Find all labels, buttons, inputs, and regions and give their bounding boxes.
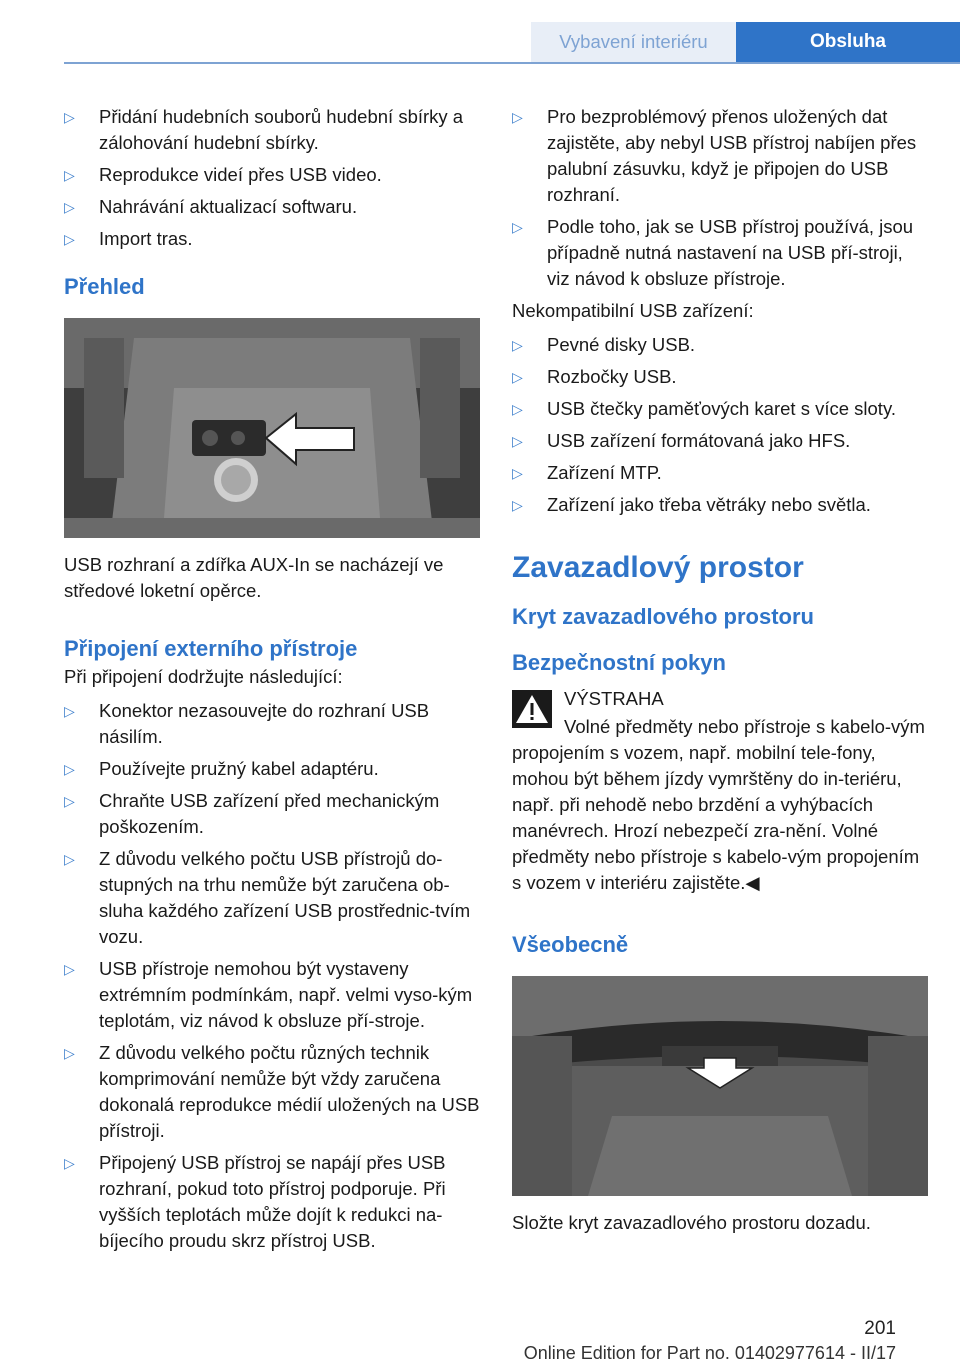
list-item: ▷ Zařízení MTP. xyxy=(512,460,928,486)
triangle-right-icon: ▷ xyxy=(64,231,75,247)
general-caption: Složte kryt zavazadlového prostoru dozad… xyxy=(512,1212,871,1233)
triangle-right-icon: ▷ xyxy=(512,465,523,481)
list-item-text: USB přístroje nemohou být vystaveny extr… xyxy=(99,958,473,1031)
overview-caption: USB rozhraní a zdířka AUX-In se nacházej… xyxy=(64,554,444,601)
overview-heading: Přehled xyxy=(64,274,145,299)
triangle-right-icon: ▷ xyxy=(512,433,523,449)
warning-block: VÝSTRAHA xyxy=(512,686,928,746)
list-item-text: Zařízení MTP. xyxy=(547,462,662,483)
incompatible-list: ▷ Pevné disky USB. ▷ Rozbočky USB. ▷ USB čteč… xyxy=(512,332,928,518)
list-item-text: Z důvodu velkého počtu různých technik k… xyxy=(99,1042,480,1141)
list-item-text: Přidání hudebních souborů hudební sbírky… xyxy=(99,106,464,153)
usb-console-photo xyxy=(64,318,480,538)
list-item: ▷ Pro bezproblémový přenos uložených dat … xyxy=(512,104,928,208)
top-list: ▷ Pro bezproblémový přenos uložených dat … xyxy=(512,104,928,292)
list-item: ▷ USB čtečky paměťových karet s více slot… xyxy=(512,396,928,422)
list-item: ▷ Používejte pružný kabel adaptéru. xyxy=(64,756,480,782)
warning-title: VÝSTRAHA xyxy=(564,688,664,709)
triangle-right-icon: ▷ xyxy=(64,703,75,719)
left-column: ▷ Přidání hudebních souborů hudební sbírk… xyxy=(64,104,480,1260)
list-item-text: Pro bezproblémový přenos uložených dat z… xyxy=(547,106,917,205)
incompatible-intro: Nekompatibilní USB zařízení: xyxy=(512,300,754,321)
list-item-text: Z důvodu velkého počtu USB přístrojů do-… xyxy=(99,848,471,947)
general-heading: Všeobecně xyxy=(512,932,629,957)
safety-heading: Bezpečnostní pokyn xyxy=(512,650,726,675)
triangle-right-icon: ▷ xyxy=(64,109,75,125)
triangle-right-icon: ▷ xyxy=(512,497,523,513)
page-number: 201 xyxy=(864,1318,896,1339)
list-item: ▷ Nahrávání aktualizací softwaru. xyxy=(64,194,480,220)
list-item: ▷ Zařízení jako třeba větráky nebo světla… xyxy=(512,492,928,518)
triangle-right-icon: ▷ xyxy=(64,167,75,183)
list-item: ▷ Rozbočky USB. xyxy=(512,364,928,390)
warning-text: Volné předměty nebo přístroje s kabelo-v… xyxy=(512,716,925,893)
list-item-text: USB zařízení formátovaná jako HFS. xyxy=(547,430,851,451)
triangle-right-icon: ▷ xyxy=(512,219,523,235)
list-item-text: Reprodukce videí přes USB video. xyxy=(99,164,382,185)
list-item-text: Chraňte USB zařízení před mechanickým po… xyxy=(99,790,440,837)
list-item-text: Pevné disky USB. xyxy=(547,334,696,355)
list-item: ▷ Z důvodu velkého počtu USB přístrojů do… xyxy=(64,846,480,950)
luggage-cover-photo xyxy=(512,976,928,1196)
triangle-right-icon: ▷ xyxy=(64,793,75,809)
list-item-text: Připojený USB přístroj se napájí přes US… xyxy=(99,1152,446,1251)
triangle-right-icon: ▷ xyxy=(64,851,75,867)
list-item-text: Nahrávání aktualizací softwaru. xyxy=(99,196,358,217)
list-item: ▷ Reprodukce videí přes USB video. xyxy=(64,162,480,188)
list-item-text: Import tras. xyxy=(99,228,193,249)
intro-list: ▷ Přidání hudebních souborů hudební sbírk… xyxy=(64,104,480,252)
triangle-right-icon: ▷ xyxy=(512,369,523,385)
cover-heading: Kryt zavazadlového prostoru xyxy=(512,604,814,629)
connect-intro: Při připojení dodržujte následující: xyxy=(64,666,343,687)
list-item: ▷ Přidání hudebních souborů hudební sbírk… xyxy=(64,104,480,156)
luggage-heading: Zavazadlový prostor xyxy=(512,551,804,584)
list-item-text: Zařízení jako třeba větráky nebo světla. xyxy=(547,494,871,515)
connect-heading: Připojení externího přístroje xyxy=(64,636,358,661)
right-column: ▷ Pro bezproblémový přenos uložených dat … xyxy=(512,104,928,1236)
triangle-right-icon: ▷ xyxy=(64,199,75,215)
list-item-text: Rozbočky USB. xyxy=(547,366,677,387)
list-item: ▷ Podle toho, jak se USB přístroj používá… xyxy=(512,214,928,292)
header-section-label: Vybavení interiéru xyxy=(531,22,736,62)
list-item: ▷ Z důvodu velkého počtu různých technik … xyxy=(64,1040,480,1144)
triangle-right-icon: ▷ xyxy=(64,1045,75,1061)
triangle-right-icon: ▷ xyxy=(64,761,75,777)
edition-line: Online Edition for Part no. 01402977614 … xyxy=(523,1343,896,1363)
triangle-right-icon: ▷ xyxy=(512,401,523,417)
triangle-right-icon: ▷ xyxy=(512,337,523,353)
connect-list: ▷ Konektor nezasouvejte do rozhraní USB n… xyxy=(64,698,480,1254)
warning-triangle-icon xyxy=(512,690,552,728)
list-item: ▷ Připojený USB přístroj se napájí přes U… xyxy=(64,1150,480,1254)
list-item-text: Podle toho, jak se USB přístroj používá,… xyxy=(547,216,914,289)
list-item: ▷ Import tras. xyxy=(64,226,480,252)
list-item-text: Konektor nezasouvejte do rozhraní USB ná… xyxy=(99,700,430,747)
list-item: ▷ Chraňte USB zařízení před mechanickým p… xyxy=(64,788,480,840)
list-item-text: Používejte pružný kabel adaptéru. xyxy=(99,758,379,779)
triangle-right-icon: ▷ xyxy=(64,961,75,977)
list-item-text: USB čtečky paměťových karet s více sloty… xyxy=(547,398,896,419)
header-rule xyxy=(64,62,960,64)
list-item: ▷ USB přístroje nemohou být vystaveny ext… xyxy=(64,956,480,1034)
header-tab-obsluha[interactable]: Obsluha xyxy=(736,22,960,62)
triangle-right-icon: ▷ xyxy=(512,109,523,125)
list-item: ▷ USB zařízení formátovaná jako HFS. xyxy=(512,428,928,454)
triangle-right-icon: ▷ xyxy=(64,1155,75,1171)
list-item: ▷ Konektor nezasouvejte do rozhraní USB n… xyxy=(64,698,480,750)
list-item: ▷ Pevné disky USB. xyxy=(512,332,928,358)
